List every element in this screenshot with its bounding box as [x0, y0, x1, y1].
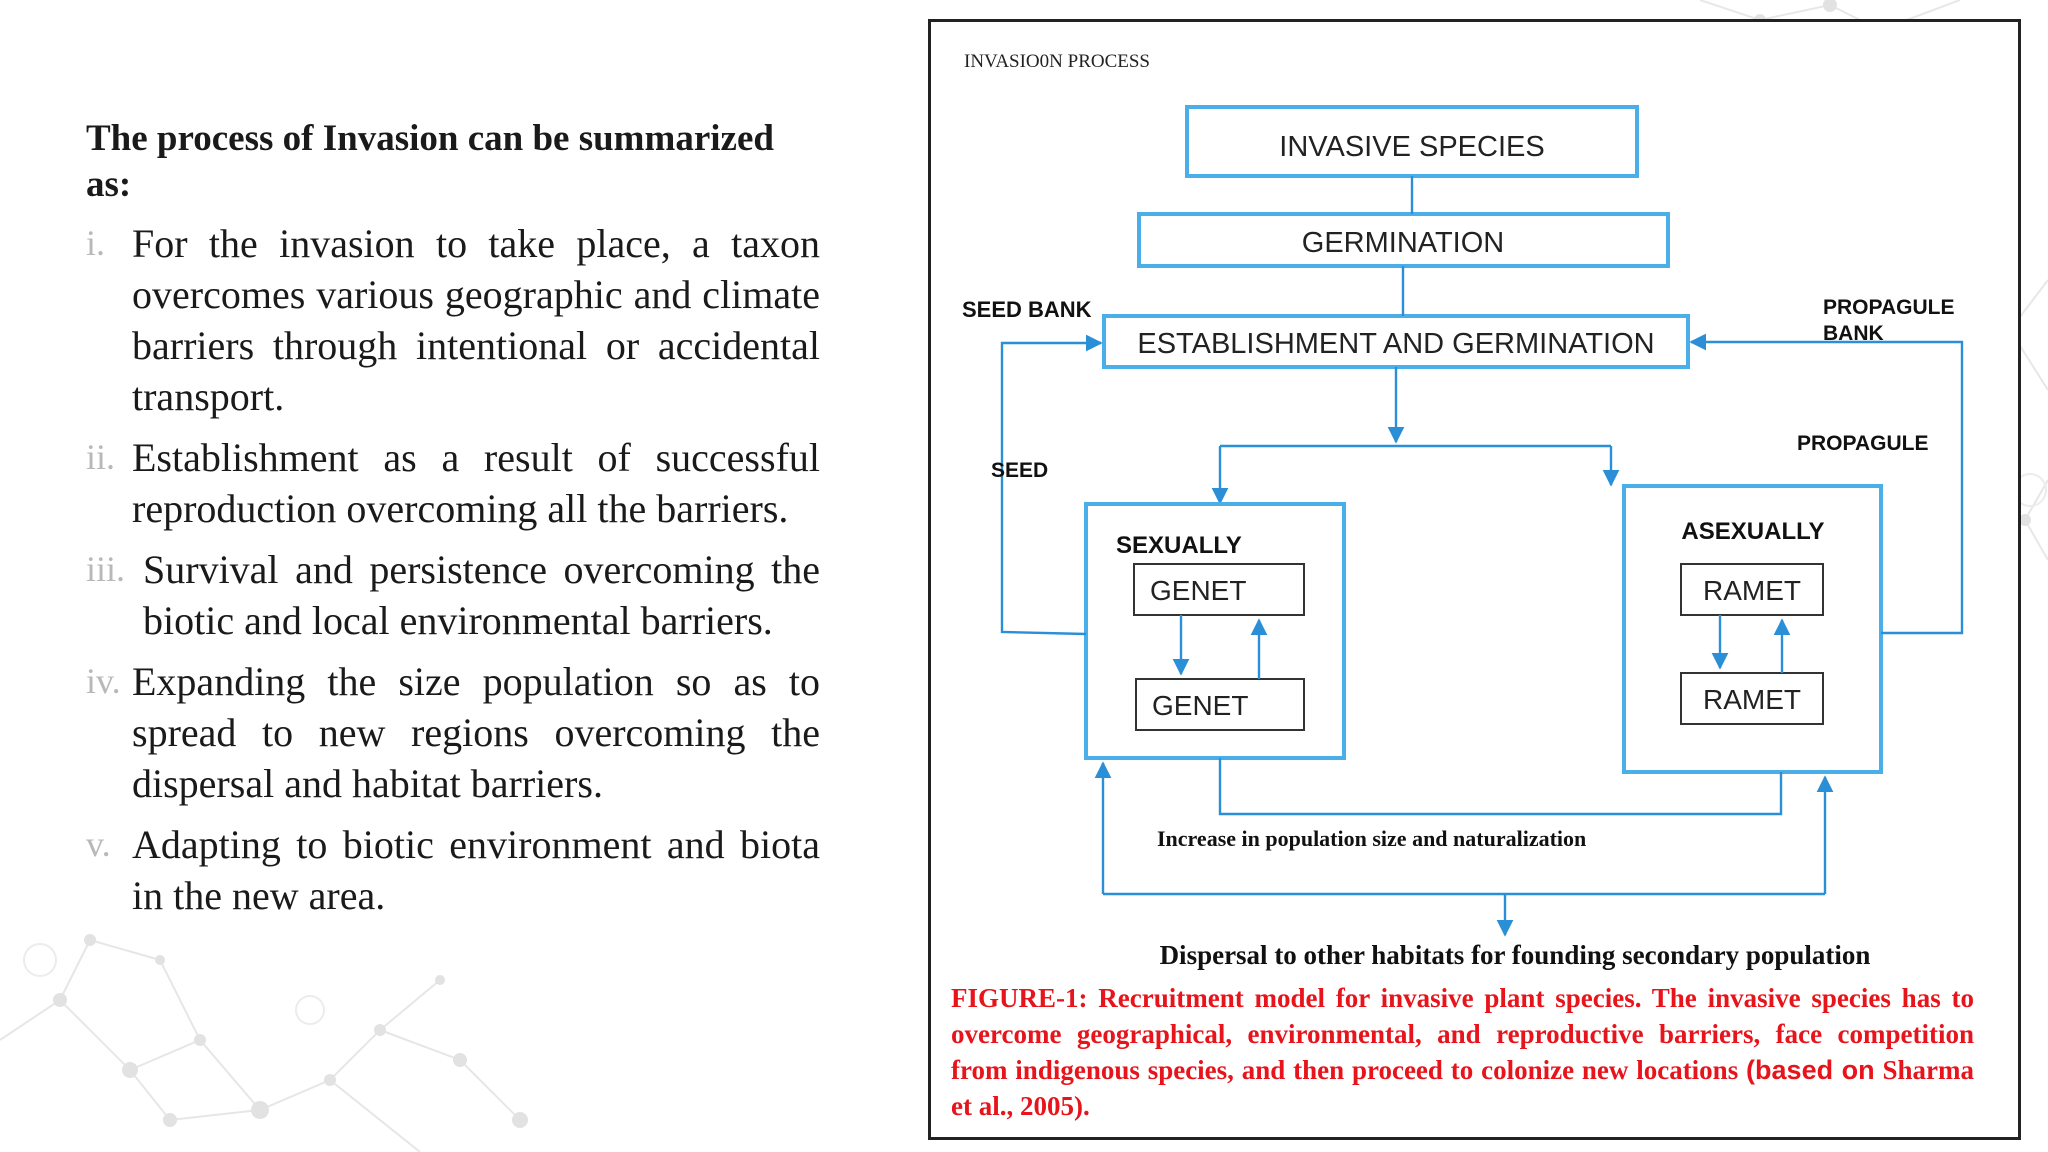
propagule-bank-label-2: BANK	[1823, 322, 1884, 345]
ramet-top-label: RAMET	[1703, 575, 1801, 606]
caption-main: FIGURE-1: Recruitment model for invasive…	[951, 983, 1974, 1085]
list-item-text: For the invasion to take place, a taxon …	[132, 221, 820, 419]
list-item: iv. Expanding the size population so as …	[86, 656, 820, 809]
list-item: iii. Survival and persistence overcoming…	[86, 544, 820, 646]
figure-frame: INVASIO0N PROCESS INVASIVE SPECIES GERMI…	[928, 19, 2021, 1140]
ramet-top-box	[1680, 563, 1824, 616]
invasive-species-label: INVASIVE SPECIES	[1279, 131, 1544, 163]
increase-label: Increase in population size and naturali…	[1157, 826, 1586, 851]
list-item: i. For the invasion to take place, a tax…	[86, 218, 820, 422]
increase-connector	[1218, 758, 1783, 816]
seed-bank-label: SEED BANK	[962, 297, 1092, 322]
figure-header: INVASIO0N PROCESS	[964, 51, 1150, 72]
establishment-label: ESTABLISHMENT AND GERMINATION	[1137, 328, 1654, 360]
list-numeral: iii.	[86, 549, 126, 589]
list-item-text: Survival and persistence overcoming the …	[143, 547, 820, 643]
propagule-label: PROPAGULE	[1797, 432, 1928, 455]
list-numeral: i.	[86, 223, 106, 263]
list-numeral: v.	[86, 824, 111, 864]
germination-box	[1137, 212, 1670, 268]
summary-panel: The process of Invasion can be summarize…	[86, 116, 820, 931]
genet-top-label: GENET	[1150, 575, 1246, 606]
list-item: v. Adapting to biotic environment and bi…	[86, 819, 820, 921]
propagule-bank-label-1: PROPAGULE	[1823, 296, 1954, 319]
ramet-bottom-box	[1680, 672, 1824, 725]
ramet-bottom-label: RAMET	[1703, 684, 1801, 715]
asexually-label: ASEXUALLY	[1681, 518, 1824, 545]
list-numeral: iv.	[86, 661, 121, 701]
caption-citation: Sharma et al., 2005).	[951, 1055, 1974, 1121]
seed-bank-loop-arrow	[1000, 334, 1103, 636]
list-numeral: ii.	[86, 437, 116, 477]
seed-label: SEED	[991, 459, 1048, 482]
summary-heading: The process of Invasion can be summarize…	[86, 118, 774, 205]
genet-top-box	[1133, 563, 1305, 616]
figure-caption: FIGURE-1: Recruitment model for invasive…	[951, 980, 1974, 1124]
list-item: ii. Establishment as a result of success…	[86, 432, 820, 534]
list-item-text: Adapting to biotic environment and biota…	[132, 822, 820, 918]
genet-bottom-label: GENET	[1152, 690, 1248, 721]
list-item-text: Establishment as a result of successful …	[132, 435, 820, 531]
dispersal-label: Dispersal to other habitats for founding…	[1160, 940, 1871, 970]
genet-bottom-box	[1135, 678, 1305, 731]
caption-based-on: based on	[1755, 1055, 1875, 1085]
caption-open-paren: (	[1746, 1055, 1756, 1085]
sexually-label: SEXUALLY	[1116, 532, 1242, 559]
establishment-box	[1102, 314, 1690, 369]
list-item-text: Expanding the size population so as to s…	[132, 659, 820, 806]
germination-label: GERMINATION	[1302, 227, 1504, 259]
invasion-process-diagram: INVASIO0N PROCESS INVASIVE SPECIES GERMI…	[962, 51, 1964, 970]
propagule-bank-loop-arrow	[1689, 333, 1964, 635]
